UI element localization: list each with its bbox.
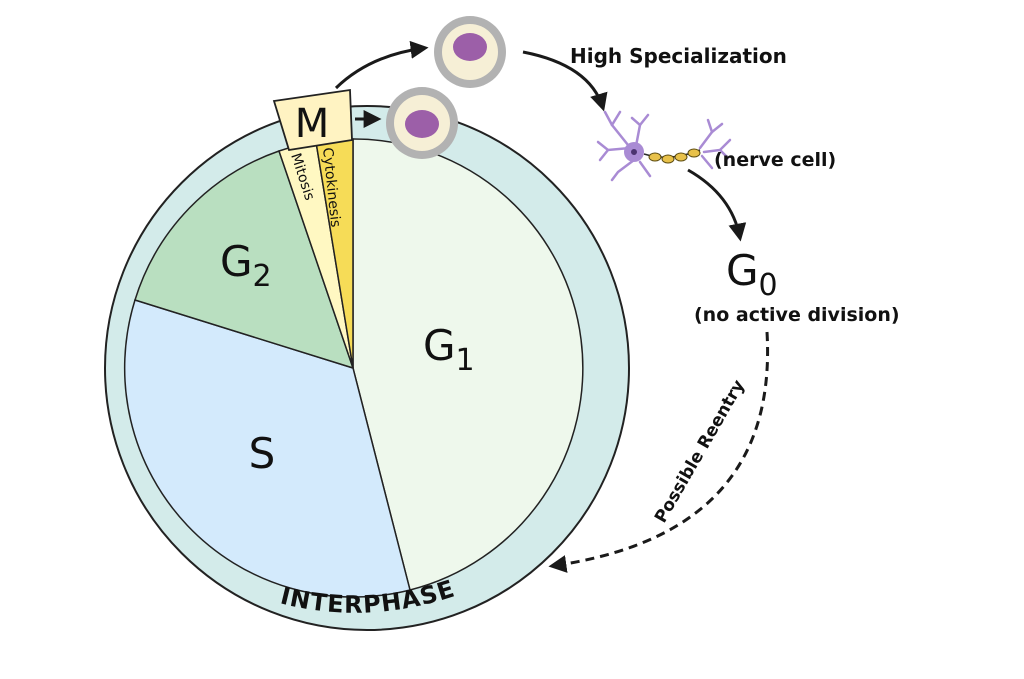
m-band: [272, 88, 353, 152]
no-active-division-label: (no active division): [694, 304, 900, 326]
nerve-cell-icon: [596, 110, 732, 182]
possible-reentry-label: Possible Reentry: [651, 377, 749, 527]
s-label: S: [249, 429, 276, 478]
g2-sector: [134, 150, 355, 370]
nerve-cell-label: (nerve cell): [714, 149, 836, 171]
s-sector: [123, 299, 411, 598]
daughter-cell-upper: [434, 16, 506, 88]
g2-label: G2: [220, 237, 272, 294]
g0-label: G0: [726, 246, 778, 303]
arrow-nerve-to-g0: [687, 168, 747, 242]
g1-sector: [352, 138, 584, 591]
arrow-possible-reentry: [548, 331, 770, 573]
daughter-cell-lower: [386, 87, 458, 159]
arrow-cell-to-nerve: [522, 50, 608, 112]
g1-label: G1: [423, 321, 475, 378]
arrow-m-to-upper-cell: [334, 40, 429, 90]
high-specialization-label: High Specialization: [570, 44, 787, 68]
m-label: M: [295, 101, 330, 147]
